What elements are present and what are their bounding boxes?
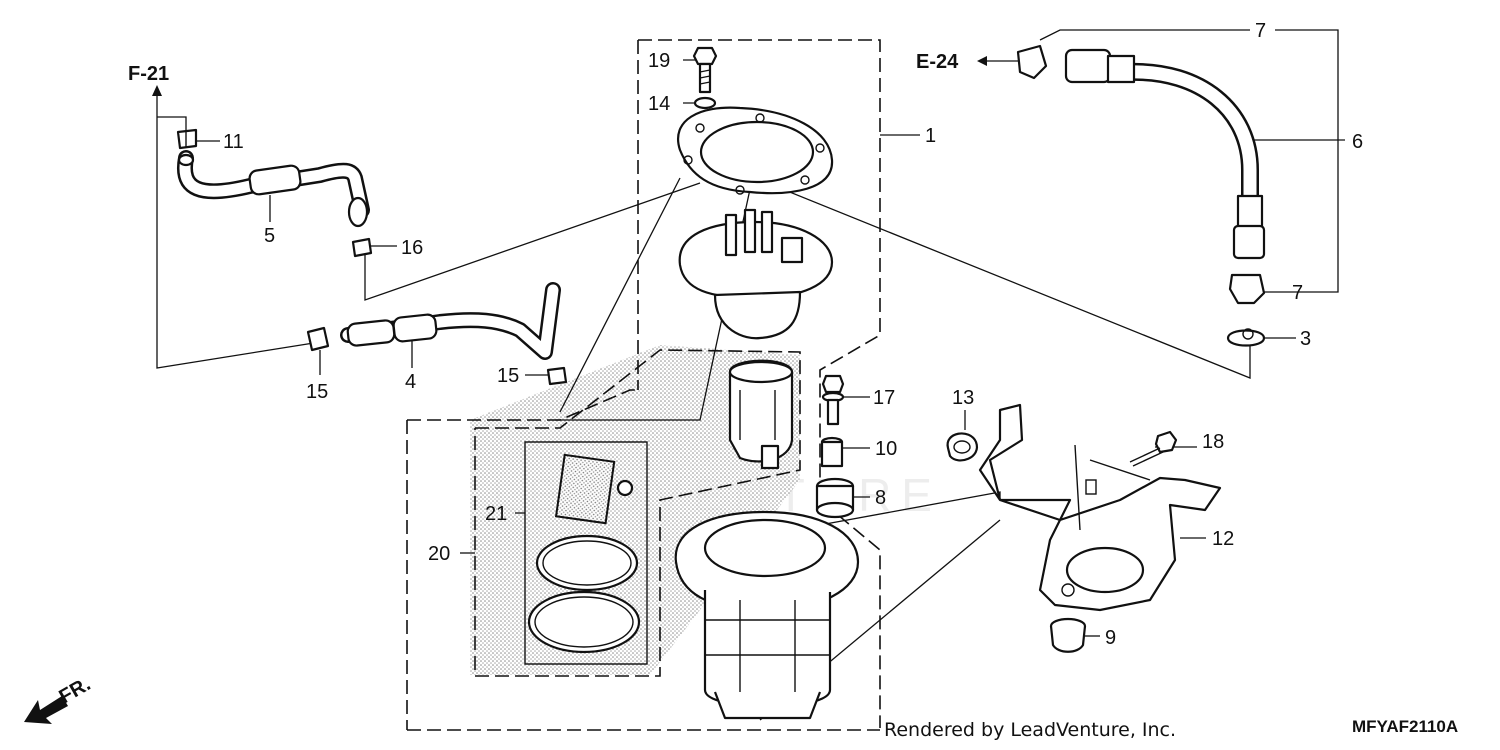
callout-10: 10 bbox=[875, 438, 897, 460]
callout-11: 11 bbox=[223, 131, 244, 153]
callout-9: 9 bbox=[1105, 627, 1116, 649]
bolt-part-17 bbox=[821, 374, 845, 426]
fuel-pump-body bbox=[674, 510, 860, 720]
bolt-part-18 bbox=[1129, 430, 1178, 467]
clip-part-15-right bbox=[546, 366, 568, 386]
filter-housing bbox=[728, 359, 794, 470]
callout-21: 21 bbox=[485, 503, 507, 525]
strainer-filter-part-21 bbox=[554, 453, 634, 525]
strainer-kit-outline bbox=[524, 441, 648, 665]
grommet-part-8 bbox=[815, 477, 855, 519]
footer-credit: Rendered by LeadVenture, Inc. bbox=[884, 719, 1177, 741]
arrow-up-icon bbox=[152, 85, 162, 98]
arrow-left-icon bbox=[977, 56, 1018, 66]
callout-5: 5 bbox=[264, 225, 275, 247]
callout-13: 13 bbox=[952, 387, 974, 409]
clip-part-16 bbox=[351, 237, 373, 258]
shaded-assembly-region bbox=[470, 345, 800, 675]
callout-19: 19 bbox=[648, 50, 670, 72]
callout-18: 18 bbox=[1202, 431, 1224, 453]
grommet-part-13 bbox=[946, 432, 979, 462]
callout-3: 3 bbox=[1300, 328, 1311, 350]
seal-part-3 bbox=[1226, 328, 1266, 347]
bolt-part-19 bbox=[692, 46, 718, 94]
nut-part-9 bbox=[1049, 617, 1087, 653]
reference-label-f21: F-21 bbox=[128, 63, 169, 85]
reference-label-e24: E-24 bbox=[916, 51, 959, 73]
hose-part-4 bbox=[340, 282, 561, 360]
collar-part-10 bbox=[820, 436, 844, 468]
clip-part-15-left bbox=[306, 326, 330, 352]
clip-part-11 bbox=[176, 128, 198, 150]
washer-part-14 bbox=[693, 96, 717, 110]
callout-15-left: 15 bbox=[306, 381, 328, 403]
o-ring-lower bbox=[527, 590, 641, 654]
callout-6: 6 bbox=[1352, 131, 1363, 153]
drawing-code: MFYAF2110A bbox=[1352, 717, 1459, 736]
fuel-hose-part-6 bbox=[1064, 48, 1266, 260]
assembly-boundary-20 bbox=[406, 389, 880, 731]
o-ring-upper bbox=[535, 534, 639, 592]
callout-1: 1 bbox=[925, 125, 936, 147]
callout-7-lower: 7 bbox=[1292, 282, 1303, 304]
fuel-pump-head bbox=[678, 208, 834, 340]
callout-17: 17 bbox=[873, 387, 895, 409]
front-direction-arrow-icon bbox=[24, 696, 68, 724]
bracket-part-12 bbox=[978, 403, 1222, 612]
callout-12: 12 bbox=[1212, 528, 1234, 550]
retainer-part-7-lower bbox=[1228, 273, 1266, 305]
callout-20: 20 bbox=[428, 543, 450, 565]
callout-7-upper: 7 bbox=[1255, 20, 1266, 42]
retainer-part-7-upper bbox=[1016, 44, 1048, 80]
callout-16: 16 bbox=[401, 237, 423, 259]
callout-14: 14 bbox=[648, 93, 670, 115]
hose-part-5 bbox=[177, 150, 370, 228]
assembly-boundary-1 bbox=[637, 39, 881, 728]
callout-15-right: 15 bbox=[497, 365, 519, 387]
callout-4: 4 bbox=[405, 371, 416, 393]
callout-8: 8 bbox=[875, 487, 886, 509]
flange-ring-part-1 bbox=[677, 106, 834, 195]
assembly-boundary-21 bbox=[474, 349, 801, 677]
